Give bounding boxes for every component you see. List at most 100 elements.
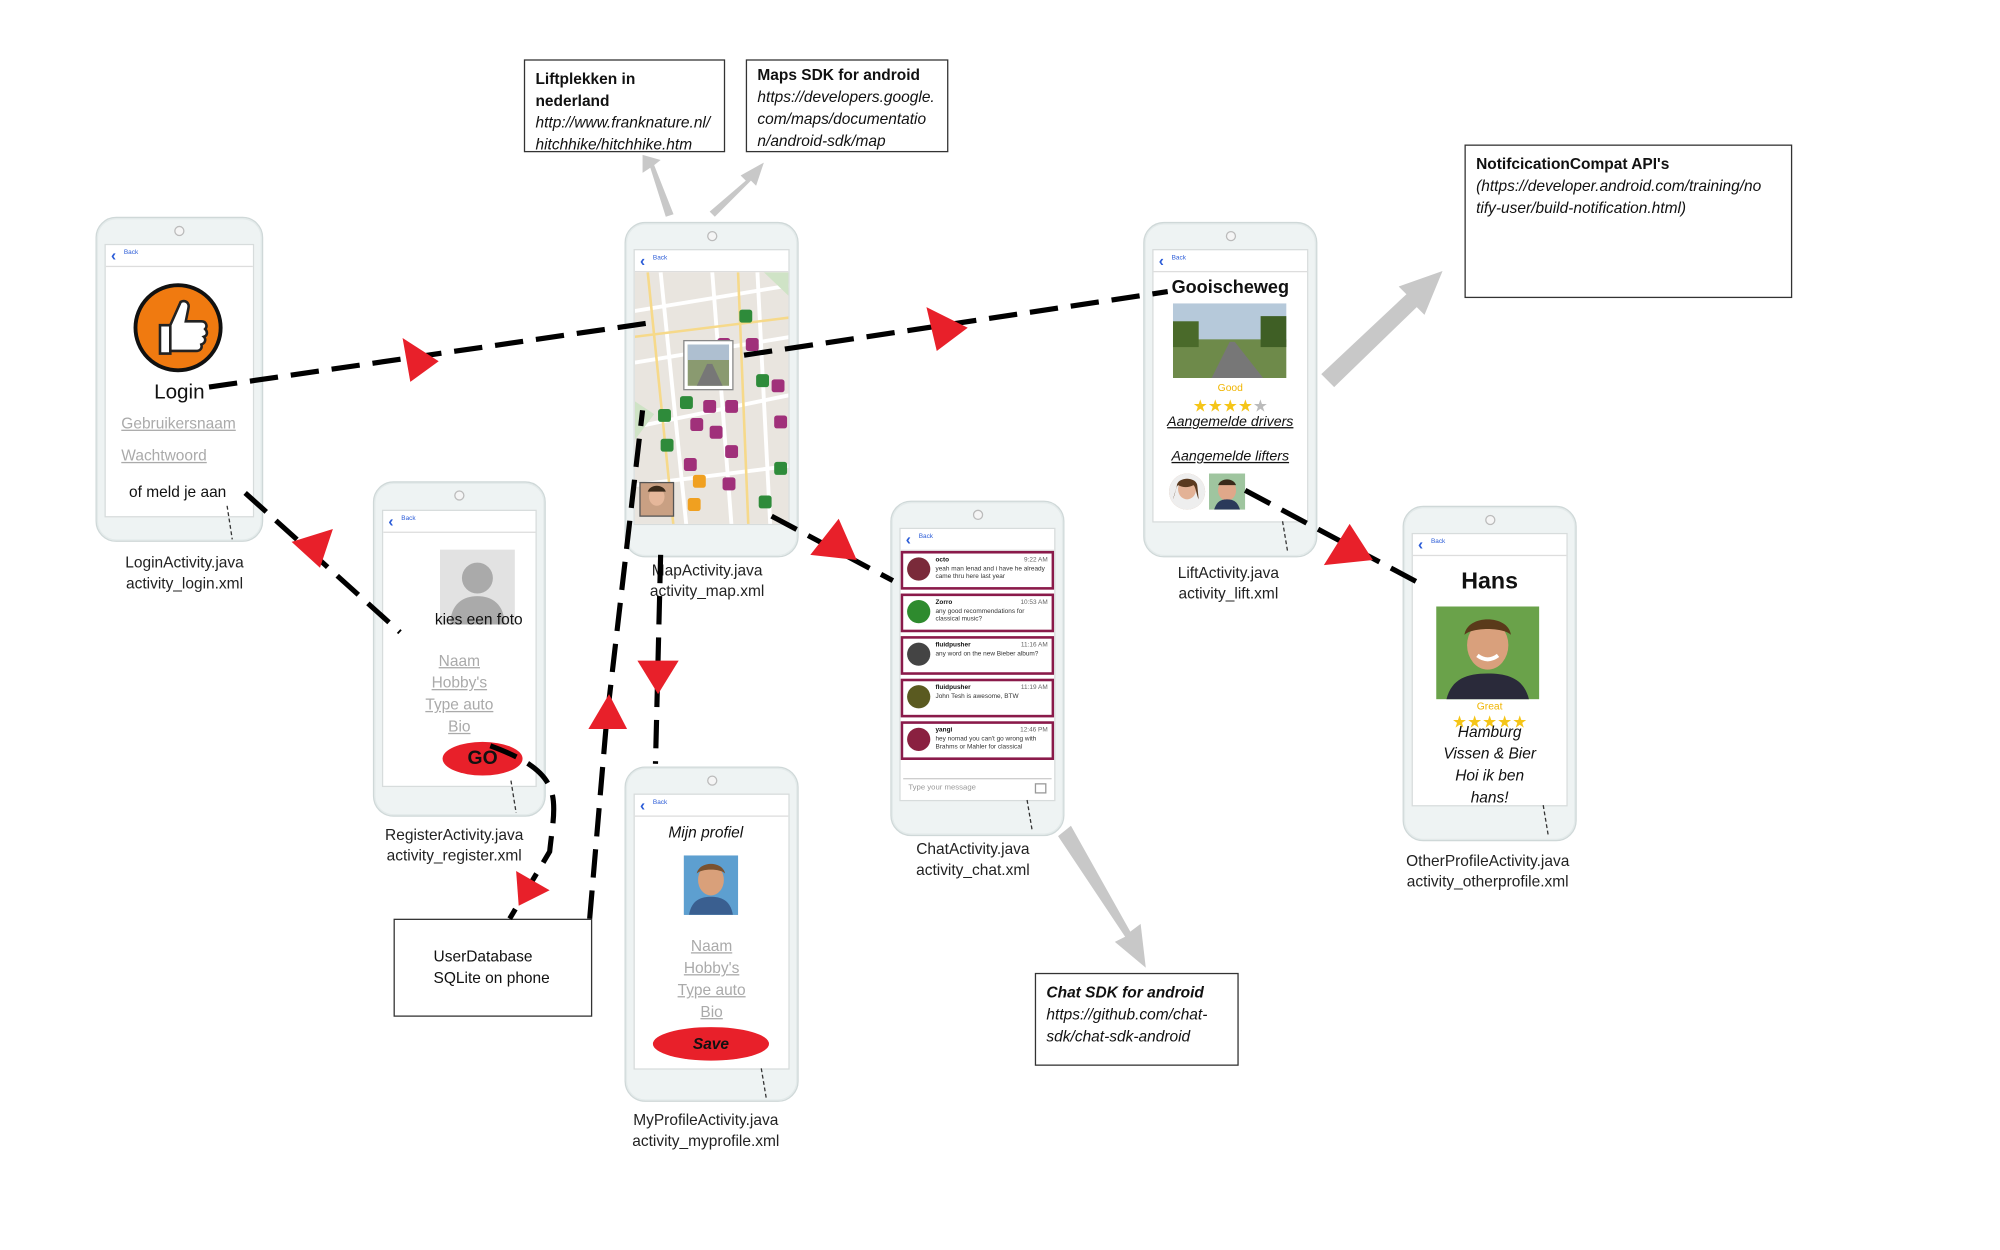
- note-line: com/maps/documentatio: [757, 109, 927, 128]
- otherprofile-phone: ‹Back Hans Great ★★★★★ Hamburg Vissen & …: [1402, 505, 1577, 842]
- back-chevron-icon: ‹: [639, 251, 646, 270]
- camera-dot: [972, 509, 983, 520]
- caption-line: activity_login.xml: [125, 574, 244, 593]
- back-label: Back: [1171, 254, 1186, 262]
- map-pin-icon[interactable]: [703, 399, 717, 413]
- chat-caption: ChatActivity.java activity_chat.xml: [893, 839, 1053, 880]
- profile-line: Hamburg: [1457, 722, 1522, 741]
- lift-spot-thumbnail[interactable]: [683, 339, 734, 391]
- note-line: (https://developer.android.com/training/…: [1476, 176, 1762, 195]
- back-bar[interactable]: ‹Back: [634, 795, 789, 817]
- car-type-field[interactable]: Type auto: [677, 980, 746, 999]
- map-pin-icon[interactable]: [709, 425, 723, 439]
- notification-note: NotifcicationCompat API's (https://devel…: [1464, 144, 1793, 299]
- map-pin-icon[interactable]: [774, 415, 788, 429]
- star-icon: ★: [1192, 396, 1208, 416]
- chat-time: 9:22 AM: [1024, 556, 1048, 564]
- map-pin-icon[interactable]: [774, 461, 788, 475]
- password-field[interactable]: Wachtwoord: [121, 446, 207, 465]
- map-pin-icon[interactable]: [660, 438, 674, 452]
- chat-user: fluidpusher: [935, 683, 971, 692]
- back-bar[interactable]: ‹Back: [1412, 534, 1567, 557]
- back-bar[interactable]: ‹Back: [105, 245, 253, 268]
- drivers-link[interactable]: Aangemelde drivers: [1167, 414, 1294, 430]
- note-line: SQLite on phone: [433, 969, 550, 988]
- note-line: n/android-sdk/map: [757, 131, 886, 150]
- note-line: UserDatabase: [433, 947, 533, 966]
- user-location-avatar[interactable]: [639, 481, 675, 517]
- chat-avatar: [907, 685, 931, 709]
- message-input[interactable]: Type your message: [903, 778, 1052, 797]
- name-field[interactable]: Naam: [438, 651, 480, 670]
- lift-spot-photo: [1172, 303, 1287, 379]
- profile-photo: [683, 855, 739, 915]
- myprofile-phone: ‹Back Mijn profiel Naam Hobby's Type aut…: [624, 766, 799, 1102]
- back-bar[interactable]: ‹Back: [383, 511, 536, 533]
- map-caption: MapActivity.java activity_map.xml: [630, 560, 785, 601]
- hobbies-field[interactable]: Hobby's: [431, 673, 488, 692]
- camera-dot: [1225, 230, 1236, 242]
- map-pin-icon[interactable]: [725, 445, 739, 459]
- star-icon: ★: [1237, 396, 1253, 416]
- red-arrowhead: [291, 307, 1373, 906]
- chat-text: any word on the new Bieber album?: [935, 650, 1039, 659]
- bio-field[interactable]: Bio: [700, 1002, 723, 1021]
- map-pin-icon[interactable]: [658, 409, 671, 422]
- back-bar[interactable]: ‹Back: [900, 529, 1055, 551]
- thumbs-up-logo: [132, 281, 225, 374]
- go-button[interactable]: GO: [442, 741, 523, 776]
- map-pin-icon[interactable]: [725, 399, 739, 413]
- lift-title: Gooischeweg: [1171, 276, 1290, 297]
- chat-avatar: [907, 642, 931, 666]
- lifter-avatar[interactable]: [1169, 473, 1206, 510]
- map-pin-icon[interactable]: [756, 374, 770, 388]
- back-bar[interactable]: ‹ Back: [1153, 250, 1308, 273]
- note-title: Liftplekken in nederland: [535, 69, 636, 110]
- map-pin-icon[interactable]: [771, 379, 785, 393]
- resize-hint: [226, 505, 1549, 1100]
- note-line: sdk/chat-sdk-android: [1046, 1027, 1191, 1046]
- login-caption: LoginActivity.java activity_login.xml: [103, 552, 266, 593]
- lifters-link[interactable]: Aangemelde lifters: [1171, 449, 1290, 465]
- maps-sdk-note: Maps SDK for android https://developers.…: [745, 59, 949, 153]
- map-pin-icon[interactable]: [679, 396, 693, 410]
- back-label: Back: [652, 254, 668, 262]
- avatar-placeholder-icon[interactable]: [439, 549, 515, 625]
- back-chevron-icon: ‹: [388, 512, 394, 531]
- map-pin-icon[interactable]: [758, 495, 772, 509]
- back-chevron-icon: ‹: [1158, 251, 1164, 270]
- star-icon: ★: [1497, 712, 1513, 732]
- profile-name: Hans: [1461, 567, 1519, 594]
- register-link[interactable]: of meld je aan: [129, 482, 227, 501]
- save-button[interactable]: Save: [652, 1027, 770, 1061]
- lifter-avatar[interactable]: [1209, 473, 1246, 510]
- map-pin-icon[interactable]: [745, 338, 759, 351]
- chat-user: fluidpusher: [935, 641, 971, 650]
- name-field[interactable]: Naam: [690, 936, 733, 955]
- map-pin-icon[interactable]: [690, 418, 704, 431]
- note-line: https://developers.google.: [757, 87, 935, 106]
- car-type-field[interactable]: Type auto: [425, 695, 494, 714]
- hobbies-field[interactable]: Hobby's: [683, 958, 740, 977]
- bio-field[interactable]: Bio: [448, 717, 471, 736]
- map-pin-icon[interactable]: [683, 458, 697, 471]
- caption-line: MapActivity.java: [651, 561, 763, 580]
- map-pin-icon[interactable]: [687, 498, 701, 511]
- map-pin-icon[interactable]: [692, 474, 706, 488]
- chat-user: Zorro: [935, 598, 953, 607]
- camera-icon[interactable]: [1034, 783, 1047, 794]
- map-pin-icon[interactable]: [722, 477, 736, 491]
- username-field[interactable]: Gebruikersnaam: [121, 414, 236, 433]
- note-line: http://www.franknature.nl/: [535, 113, 711, 132]
- back-bar[interactable]: ‹ Back: [634, 250, 789, 273]
- caption-line: activity_lift.xml: [1178, 584, 1279, 603]
- map-pin-icon[interactable]: [739, 309, 753, 323]
- login-phone: ‹Back Login Gebruikersnaam Wachtwoord of…: [95, 216, 264, 542]
- star-icon: ★: [1222, 396, 1238, 416]
